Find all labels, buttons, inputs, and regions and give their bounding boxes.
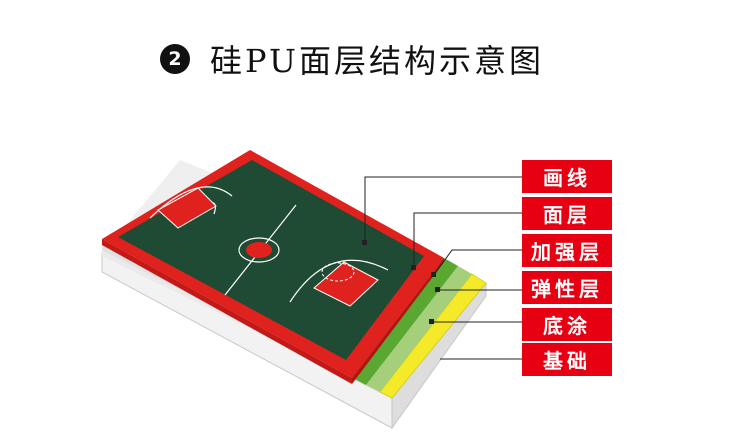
left-key bbox=[157, 187, 217, 229]
right-key bbox=[313, 261, 379, 307]
layer-label-primer: 底涂 bbox=[522, 308, 612, 341]
leader-line-marking bbox=[364, 176, 522, 243]
leader-line-surface bbox=[413, 212, 522, 268]
title-number-badge: 2 bbox=[160, 44, 190, 74]
leader-dot-surface bbox=[411, 265, 416, 270]
layer-label-reinforce: 加强层 bbox=[522, 234, 612, 267]
leader-dot-elastic bbox=[435, 287, 440, 292]
leader-dots bbox=[362, 240, 440, 324]
diagram-title: 2 硅PU面层结构示意图 bbox=[160, 36, 544, 82]
center-circle-fill bbox=[246, 242, 272, 258]
primer-layer-side bbox=[379, 273, 487, 399]
reinforce-layer-side bbox=[352, 258, 458, 385]
layer-label-base: 基础 bbox=[522, 343, 612, 376]
leader-lines bbox=[364, 176, 522, 360]
surface-layer-side bbox=[352, 258, 444, 384]
surface-layer-front bbox=[102, 239, 352, 384]
elastic-layer-side bbox=[366, 266, 472, 392]
right-key-circle bbox=[321, 262, 355, 282]
center-circle bbox=[238, 237, 280, 263]
leader-dot-marking bbox=[362, 240, 367, 245]
layer-label-marking: 画线 bbox=[522, 160, 612, 193]
title-text: 硅PU面层结构示意图 bbox=[210, 42, 544, 80]
leader-dot-primer bbox=[429, 319, 434, 324]
layer-label-surface: 面层 bbox=[522, 197, 612, 230]
layer-label-elastic: 弹性层 bbox=[522, 271, 612, 304]
leader-line-reinforce bbox=[433, 249, 522, 276]
leader-dot-reinforce bbox=[431, 272, 436, 277]
